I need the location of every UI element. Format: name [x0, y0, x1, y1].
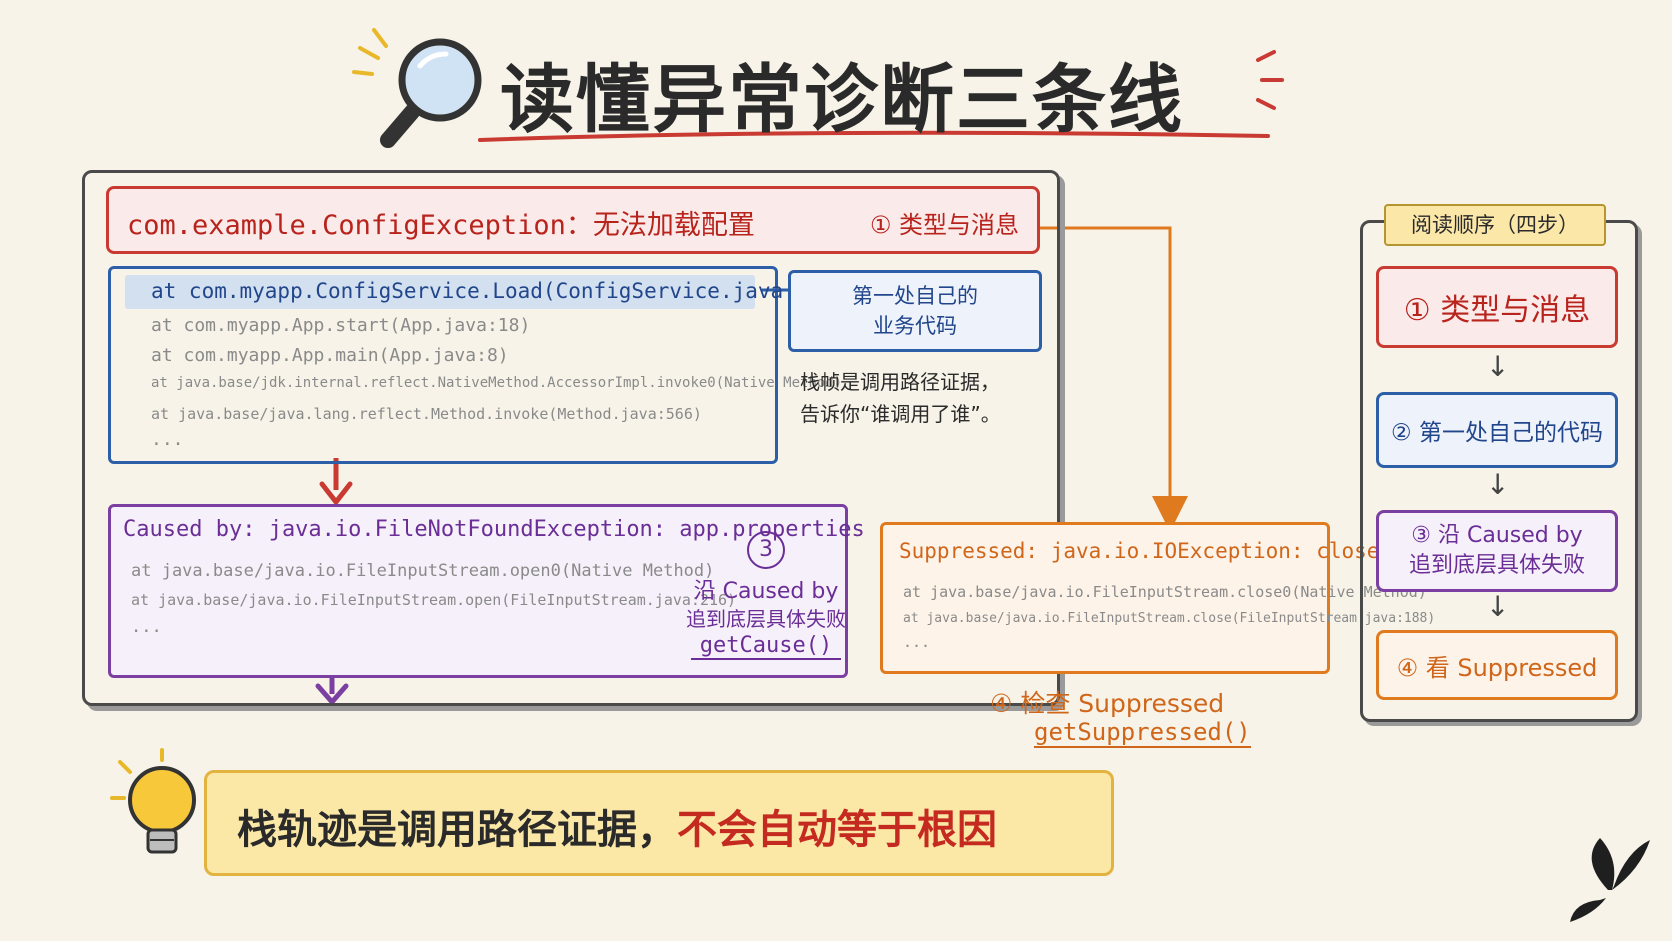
order-step-4-label: ④ 看 Suppressed	[1396, 653, 1598, 682]
step1-tag: ① 类型与消息	[869, 211, 1019, 239]
get-suppressed-method: getSuppressed()	[1034, 718, 1251, 748]
stack-note-line1: 栈帧是调用路径证据，	[800, 370, 1000, 394]
order-step-4: ④ 看 Suppressed	[1376, 630, 1618, 700]
suppressed-title: Suppressed: java.io.IOException: close f…	[899, 539, 1468, 563]
get-cause-method: getCause()	[691, 633, 841, 660]
suppressed-frame: ...	[903, 633, 931, 651]
order-step-3-sublabel: 追到底层具体失败	[1408, 553, 1585, 578]
title-underline	[478, 130, 1270, 142]
step3-sublabel: 追到底层具体失败	[686, 607, 846, 631]
exception-header: com.example.ConfigException：无法加载配置 ① 类型与…	[106, 186, 1040, 254]
order-step-1-label: ① 类型与消息	[1403, 293, 1591, 328]
stack-frame: at java.base/java.lang.reflect.Method.in…	[151, 405, 702, 423]
caused-frame: at java.base/java.io.FileInputStream.ope…	[131, 591, 737, 609]
step4-label: ④ 检查 Suppressed	[990, 689, 1225, 718]
conclusion-banner: 栈轨迹是调用路径证据，不会自动等于根因	[204, 770, 1114, 876]
highlighted-frame	[125, 275, 755, 309]
magnifier-icon	[352, 28, 482, 148]
order-step-2-label: ② 第一处自己的代码	[1391, 420, 1603, 446]
stack-note-line2: 告诉你“谁调用了谁”。	[800, 402, 1001, 426]
step3-number: 3	[747, 531, 785, 569]
caused-by-title: Caused by: java.io.FileNotFoundException…	[123, 517, 865, 542]
caused-by-box: Caused by: java.io.FileNotFoundException…	[108, 504, 865, 678]
suppressed-box: Suppressed: java.io.IOException: close f…	[880, 522, 1468, 674]
stack-frame: at java.base/jdk.internal.reflect.Native…	[151, 375, 843, 391]
caused-frame: ...	[131, 617, 162, 637]
highlighted-frame-text: at com.myapp.ConfigService.Load(ConfigSe…	[151, 279, 834, 303]
business-code-callout: 第一处自己的 业务代码	[788, 270, 1042, 352]
business-callout-line1: 第一处自己的	[852, 284, 978, 308]
order-step-3-label: ③ 沿 Caused by	[1411, 523, 1583, 548]
order-step-3: ③ 沿 Caused by 追到底层具体失败	[1376, 510, 1618, 592]
sparkle-icon	[1256, 50, 1284, 110]
lightbulb-icon	[110, 748, 196, 854]
arrow-to-suppressed	[1036, 226, 1188, 532]
exception-header-text: com.example.ConfigException：无法加载配置	[127, 210, 755, 241]
down-arrow-icon: ↓	[1486, 350, 1510, 383]
order-step-2: ② 第一处自己的代码	[1376, 392, 1618, 468]
suppressed-frame: at java.base/java.io.FileInputStream.clo…	[903, 611, 1436, 626]
stack-frame: at com.myapp.App.main(App.java:8)	[151, 345, 509, 366]
step3-label: 沿 Caused by	[693, 579, 839, 604]
butterfly-logo-icon	[1570, 838, 1650, 922]
page-title: 读懂异常诊断三条线	[500, 57, 1184, 143]
banner-emphasis: 不会自动等于根因	[677, 807, 997, 853]
caused-frame: at java.base/java.io.FileInputStream.ope…	[131, 561, 715, 581]
suppressed-frame: at java.base/java.io.FileInputStream.clo…	[903, 583, 1427, 601]
stack-frame: ...	[151, 429, 184, 450]
order-step-1: ① 类型与消息	[1376, 266, 1618, 348]
stack-frames-box: at com.myapp.ConfigService.Load(ConfigSe…	[108, 266, 842, 464]
main-frame	[82, 170, 1060, 706]
stack-frame: at com.myapp.App.start(App.java:18)	[151, 315, 531, 336]
down-arrow-icon: ↓	[1486, 468, 1510, 501]
banner-text: 栈轨迹是调用路径证据，	[237, 807, 677, 853]
down-arrow-icon: ↓	[1486, 590, 1510, 623]
stack-note: 栈帧是调用路径证据， 告诉你“谁调用了谁”。	[800, 366, 1040, 430]
business-callout-line2: 业务代码	[873, 314, 957, 338]
reading-order-tag: 阅读顺序（四步）	[1384, 204, 1606, 246]
